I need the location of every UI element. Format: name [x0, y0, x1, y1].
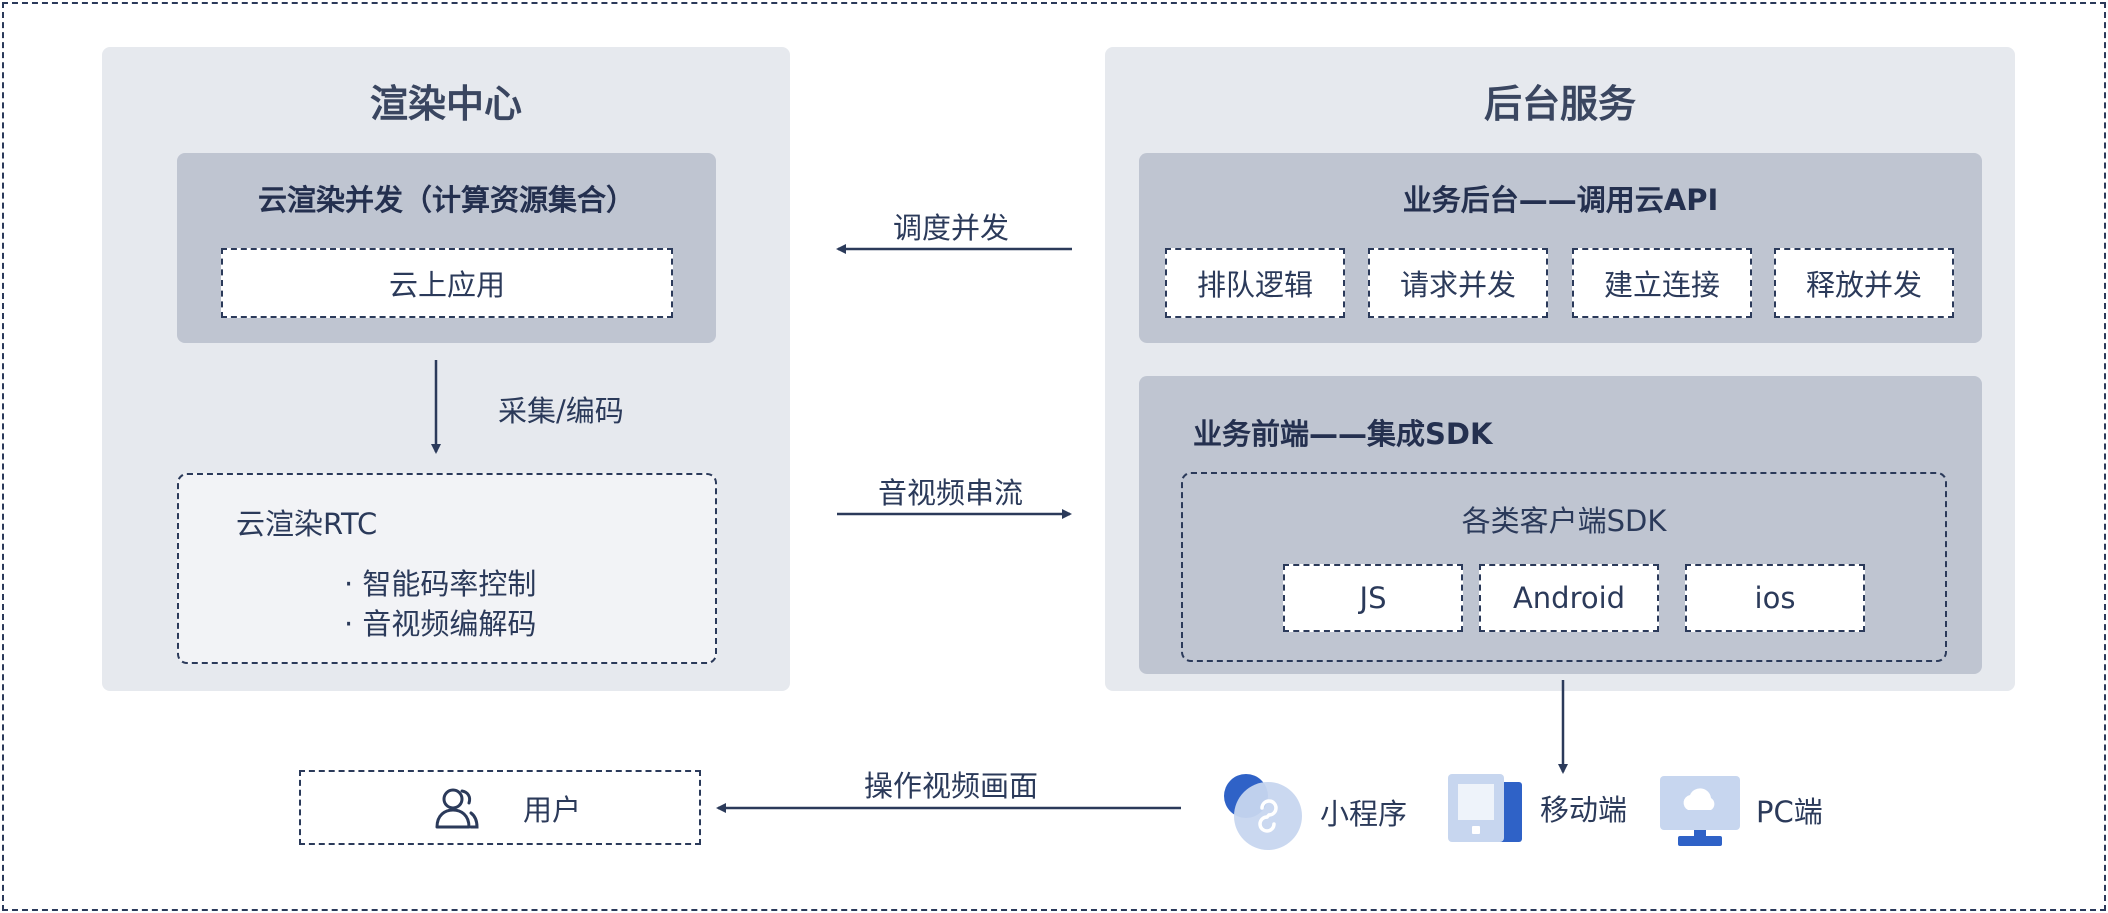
- endpoint-label-mini-program: 小程序: [1320, 797, 1408, 831]
- business-frontend-title: 业务前端——集成SDK: [1193, 417, 1493, 451]
- user-icon: [431, 783, 481, 833]
- endpoint-pc: PC端: [1658, 772, 1823, 848]
- mini-program-icon: [1222, 772, 1306, 852]
- backend-item-release: 释放并发: [1774, 248, 1954, 318]
- compute-resource-title: 云渲染并发（计算资源集合）: [257, 183, 635, 217]
- rtc-feature-bitrate: · 智能码率控制: [344, 567, 537, 601]
- compute-resource-box: 云渲染并发（计算资源集合） 云上应用: [177, 153, 716, 343]
- stream-label: 音视频串流: [878, 476, 1024, 510]
- render-center-title: 渲染中心: [369, 82, 522, 126]
- sdk-js: JS: [1283, 564, 1463, 632]
- sdk-android: Android: [1479, 564, 1659, 632]
- operate-label: 操作视频画面: [864, 769, 1039, 803]
- mobile-device-icon: [1446, 772, 1526, 844]
- user-box: 用户: [299, 770, 701, 845]
- cloud-rtc-title: 云渲染RTC: [236, 507, 378, 541]
- user-label: 用户: [523, 792, 582, 827]
- client-sdk-title: 各类客户端SDK: [1461, 504, 1667, 538]
- sdk-ios: ios: [1685, 564, 1865, 632]
- endpoint-mini-program: 小程序: [1222, 772, 1407, 852]
- client-sdk-area: 各类客户端SDK JS Android ios: [1181, 472, 1947, 662]
- endpoint-label-mobile: 移动端: [1540, 793, 1628, 827]
- backend-item-queue: 排队逻辑: [1165, 248, 1345, 318]
- pc-monitor-icon: [1658, 772, 1742, 848]
- backend-item-connect: 建立连接: [1572, 248, 1752, 318]
- business-backend-box: 业务后台——调用云API 排队逻辑 请求并发 建立连接 释放并发: [1139, 153, 1982, 343]
- business-frontend-box: 业务前端——集成SDK 各类客户端SDK JS Android ios: [1139, 376, 1982, 674]
- rtc-feature-codec: · 音视频编解码: [344, 607, 537, 641]
- backend-title: 后台服务: [1483, 82, 1636, 126]
- endpoint-mobile: 移动端: [1446, 772, 1627, 844]
- cloud-app-chip: 云上应用: [221, 248, 673, 318]
- business-backend-title: 业务后台——调用云API: [1402, 183, 1719, 217]
- capture-encode-label: 采集/编码: [498, 394, 624, 428]
- schedule-label: 调度并发: [893, 211, 1010, 245]
- endpoint-label-pc: PC端: [1756, 795, 1823, 829]
- backend-item-request: 请求并发: [1368, 248, 1548, 318]
- cloud-rtc-box: 云渲染RTC · 智能码率控制 · 音视频编解码: [177, 473, 717, 664]
